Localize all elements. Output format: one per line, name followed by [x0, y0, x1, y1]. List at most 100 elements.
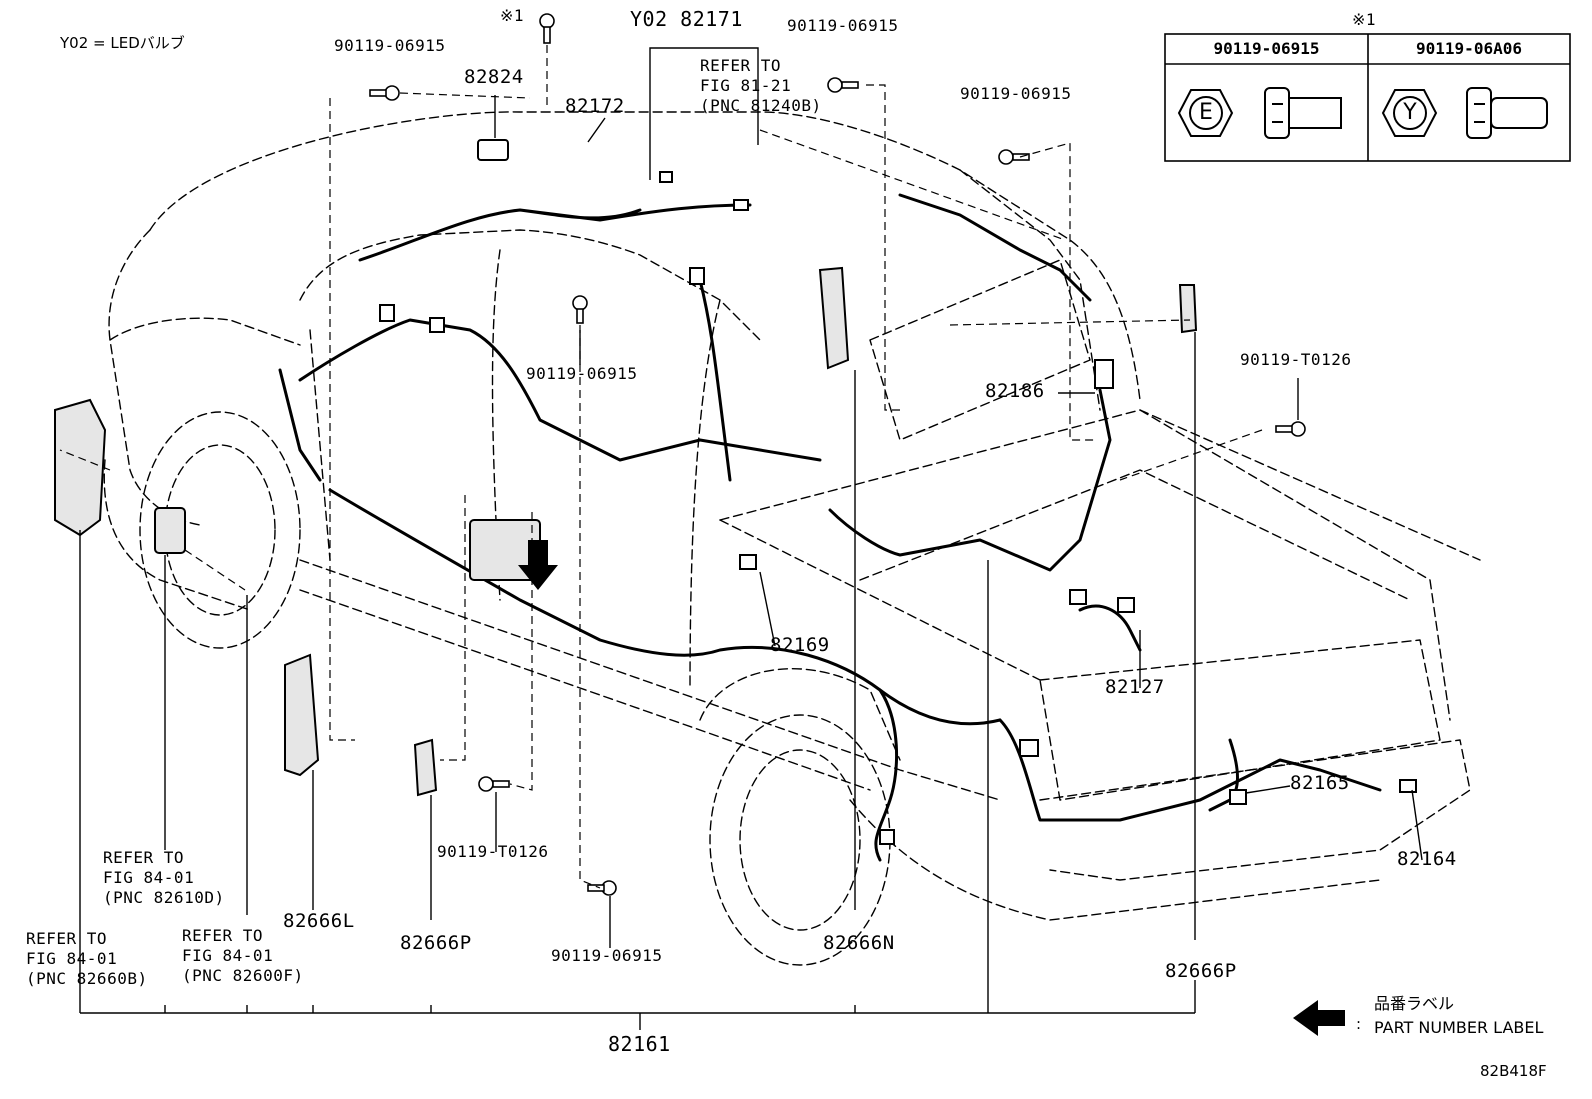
- bracket-82666n: [818, 266, 850, 370]
- connector-82824: [477, 139, 509, 161]
- callout-bolt-center[interactable]: 90119-06915: [526, 364, 638, 383]
- bolt-90119-T0126-lower: [478, 776, 510, 792]
- callout-82165[interactable]: 82165: [1290, 772, 1350, 794]
- legend-note: Y02 = LEDバルブ: [60, 34, 185, 52]
- module-82610d: [154, 507, 186, 554]
- leader-82169: [759, 571, 776, 647]
- bolt-90119-T0126-right: [1275, 421, 1306, 437]
- bracket-82666l: [284, 653, 320, 777]
- c-pillar: [689, 299, 721, 691]
- bolt-drawing-e: [1177, 87, 1342, 139]
- callout-bolt-t0126-lower[interactable]: 90119-T0126: [437, 842, 549, 861]
- rear-harness: [998, 718, 1382, 822]
- bolt-symbol-e: E: [1199, 100, 1213, 125]
- callout-bolt-t0126-right[interactable]: 90119-T0126: [1240, 350, 1352, 369]
- rear-window: [869, 259, 1091, 441]
- rear-wheel: [709, 714, 891, 966]
- callout-82666L[interactable]: 82666L: [283, 910, 355, 932]
- rear-body-lower: [849, 799, 1381, 921]
- rear-wheel-arch: [699, 668, 901, 761]
- callout-82666N[interactable]: 82666N: [823, 932, 895, 954]
- bolt-drawing-y: [1381, 87, 1548, 139]
- callout-bolt-bottom[interactable]: 90119-06915: [551, 946, 663, 965]
- callout-82824[interactable]: 82824: [464, 66, 524, 88]
- callout-bolt-top-right[interactable]: 90119-06915: [960, 84, 1072, 103]
- callout-bolt-top-mid[interactable]: 90119-06915: [787, 16, 899, 35]
- a-pillar-harness: [698, 278, 732, 482]
- side-sill-lower: [299, 589, 871, 791]
- connector-82165: [1229, 789, 1247, 805]
- connector-cowl-2: [429, 317, 445, 333]
- callout-82172[interactable]: 82172: [565, 95, 625, 117]
- connector-82169: [739, 554, 757, 570]
- floor-harness: [328, 488, 1002, 726]
- callout-82127[interactable]: 82127: [1105, 676, 1165, 698]
- connector-bed-1: [1069, 589, 1087, 605]
- front-bumper: [103, 459, 251, 611]
- connector-82164: [1399, 779, 1417, 793]
- connector-cowl-1: [379, 304, 395, 322]
- bed-side-top: [1139, 409, 1451, 721]
- leader-82171: [649, 47, 759, 180]
- bolt-90119-06915-topmid: [827, 77, 859, 93]
- part-number-arrow-in-cabin: [518, 540, 558, 590]
- star-table-frame: [1164, 33, 1571, 162]
- front-wheel: [139, 411, 301, 649]
- connector-rear-2: [879, 829, 895, 845]
- front-wheel-inner: [164, 444, 276, 616]
- callout-bolt-top-left[interactable]: 90119-06915: [334, 36, 446, 55]
- door-harness-front: [278, 368, 322, 482]
- front-fender: [109, 317, 301, 346]
- connector-rear-1: [1019, 739, 1039, 757]
- bolt-90119-06915-center: [572, 295, 588, 324]
- callout-82169[interactable]: 82169: [770, 634, 830, 656]
- windshield-outline: [299, 229, 761, 341]
- part-number-label-jp: 品番ラベル: [1374, 994, 1455, 1013]
- door-line-front: [309, 329, 331, 561]
- refer-fig-81-21[interactable]: REFER TO FIG 81-21 (PNC 81240B): [700, 56, 822, 115]
- roof-harness-side: [898, 193, 1092, 302]
- roof-rear: [959, 169, 1101, 411]
- leader-82165: [1245, 785, 1291, 794]
- leader-82164: [1411, 789, 1423, 861]
- bolt-90119-06915-topright: [998, 149, 1030, 165]
- bolt-star-top: [539, 13, 555, 44]
- body-harness-right: [874, 688, 898, 862]
- leader-82172: [587, 117, 606, 143]
- star-table-mark: ※1: [1352, 10, 1377, 29]
- callout-82666P-left[interactable]: 82666P: [400, 932, 472, 954]
- connector-82186: [1094, 359, 1114, 389]
- connector-roof-1: [733, 199, 749, 211]
- callout-y02-82171[interactable]: Y02 82171: [630, 7, 743, 31]
- bolt-symbol-y: Y: [1403, 100, 1417, 125]
- bed-floor-left: [719, 519, 1041, 681]
- part-number-label-arrow: [1293, 1000, 1345, 1036]
- roof-harness: [358, 203, 752, 262]
- part-number-label-en: PART NUMBER LABEL: [1374, 1018, 1544, 1037]
- callout-82666P-right[interactable]: 82666P: [1165, 960, 1237, 982]
- refer-fig-84-01-82600f[interactable]: REFER TO FIG 84-01 (PNC 82600F): [182, 926, 304, 985]
- star-callout-top: ※1: [500, 6, 525, 25]
- bolt-90119-06915-topleft: [369, 85, 400, 101]
- star-table-col2: 90119-06A06: [1416, 39, 1522, 58]
- bolt-90119-06915-bottom: [587, 880, 617, 896]
- star-table-col1: 90119-06915: [1213, 39, 1320, 58]
- callout-82164[interactable]: 82164: [1397, 848, 1457, 870]
- bed-harness-2: [1078, 604, 1142, 652]
- refer-fig-84-01-82610d[interactable]: REFER TO FIG 84-01 (PNC 82610D): [103, 848, 225, 907]
- part-number-label-colon: :: [1356, 1015, 1362, 1033]
- connector-pillar: [689, 267, 705, 285]
- refer-fig-84-01-82660b[interactable]: REFER TO FIG 84-01 (PNC 82660B): [26, 929, 148, 988]
- callout-82186[interactable]: 82186: [985, 380, 1045, 402]
- bed-harness: [828, 388, 1112, 572]
- figure-code: 82B418F: [1480, 1062, 1547, 1080]
- callout-82161[interactable]: 82161: [608, 1032, 671, 1056]
- bracket-82666p-left: [413, 738, 438, 797]
- tailgate: [1039, 639, 1441, 801]
- cabin-roof-outline: [149, 111, 1141, 401]
- bracket-82666p-right: [1178, 284, 1198, 334]
- connector-bed-2: [1117, 597, 1135, 613]
- junction-block-left: [54, 398, 107, 537]
